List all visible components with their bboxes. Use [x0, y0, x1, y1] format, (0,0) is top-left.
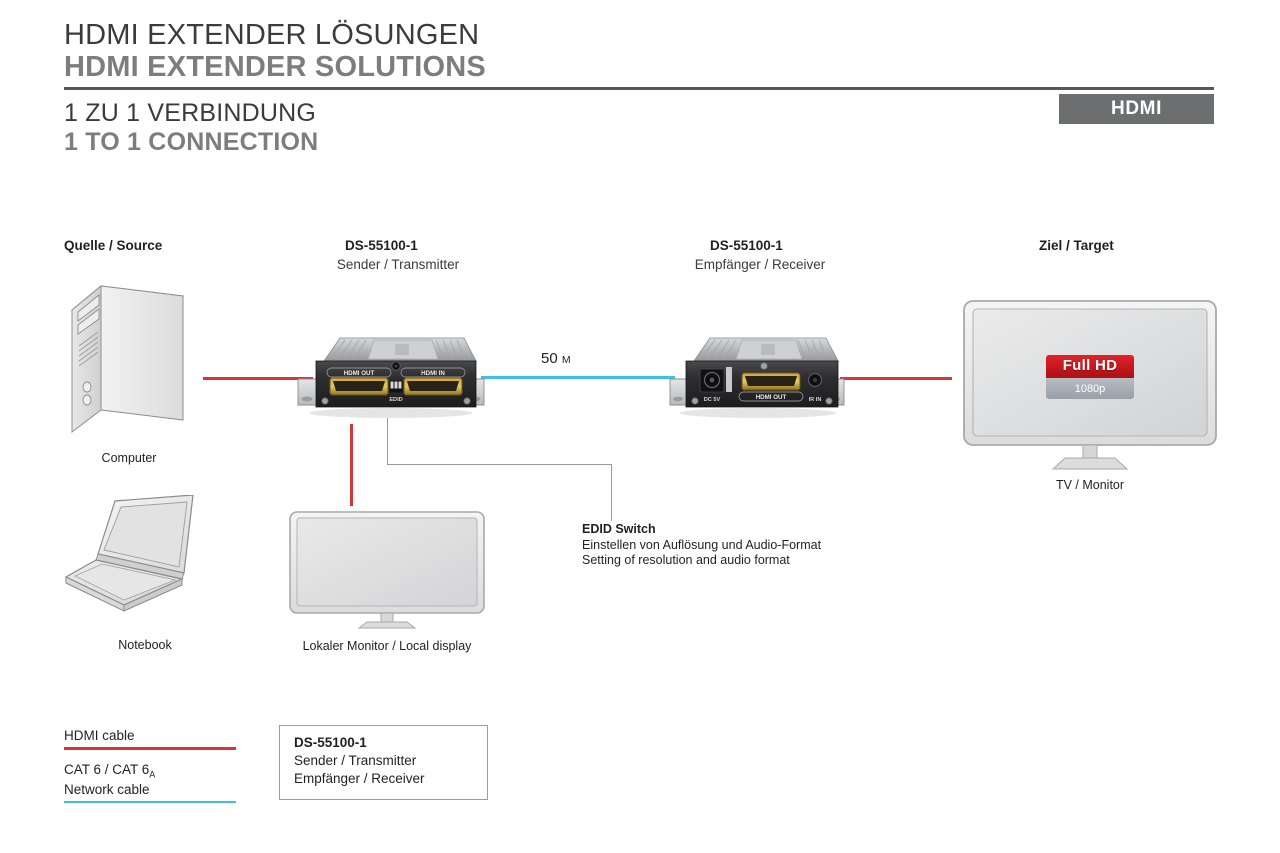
receiver-port-ir-label: IR IN: [809, 397, 822, 403]
transmitter-port-right-label: HDMI IN: [421, 370, 445, 377]
computer-tower-graphic: [70, 283, 185, 438]
tv-caption: TV / Monitor: [1055, 478, 1125, 492]
legend-cat-subscript: A: [149, 769, 156, 780]
full-hd-badge-top: Full HD: [1062, 357, 1118, 374]
legend-box-line-1: Sender / Transmitter: [294, 753, 417, 769]
legend-cat-text: CAT 6 / CAT 6: [64, 761, 150, 777]
receiver-port-power-label: DC 5V: [704, 397, 721, 403]
legend-box-line-2: Empfänger / Receiver: [294, 771, 425, 787]
edid-callout-title: EDID Switch: [582, 522, 656, 536]
cable-receiver-to-tv: [840, 377, 952, 380]
cable-legend: HDMI cable CAT 6 / CAT 6A Network cable: [64, 727, 244, 814]
receiver-device: DC 5V HDMI OUT IR IN: [668, 333, 848, 430]
legend-hdmi-color-bar: [64, 747, 236, 750]
full-hd-badge: Full HD 1080p: [1046, 355, 1134, 399]
hdmi-badge: HDMI: [1059, 94, 1214, 124]
device-legend-box: DS-55100-1 Sender / Transmitter Empfänge…: [279, 725, 488, 800]
edid-callout-line-de: Einstellen von Auflösung und Audio-Forma…: [582, 537, 822, 552]
receiver-model-label: DS-55100-1: [710, 238, 783, 253]
legend-cat-label-line2: Network cable: [64, 781, 150, 797]
legend-cat-label-line1: CAT 6 / CAT 6A: [64, 761, 244, 781]
legend-hdmi-label: HDMI cable: [64, 728, 135, 743]
page-subtitle-de: 1 ZU 1 VERBINDUNG: [64, 99, 317, 127]
page-header: HDMI EXTENDER LÖSUNGEN HDMI EXTENDER SOL…: [64, 19, 1214, 84]
cable-computer-to-transmitter: [203, 377, 313, 380]
transmitter-role-label: Sender / Transmitter: [336, 257, 460, 272]
edid-callout-text: EDID Switch Einstellen von Auflösung und…: [582, 522, 821, 569]
transmitter-model-label: DS-55100-1: [345, 238, 418, 253]
page-title-de: HDMI EXTENDER LÖSUNGEN: [64, 19, 480, 51]
distance-value: 50: [541, 350, 558, 367]
column-head-source: Quelle / Source: [64, 238, 163, 253]
cable-transmitter-to-local-display: [350, 424, 353, 506]
transmitter-dip-label: EDID: [389, 397, 402, 403]
receiver-role-label: Empfänger / Receiver: [694, 257, 826, 272]
computer-caption: Computer: [101, 451, 157, 465]
edid-callout-segment-vertical-2: [611, 464, 612, 521]
local-display-graphic: [289, 511, 485, 634]
edid-callout-segment-horizontal: [387, 464, 612, 465]
legend-box-model: DS-55100-1: [294, 735, 367, 750]
distance-unit: M: [561, 354, 571, 366]
page-title-en: HDMI EXTENDER SOLUTIONS: [64, 51, 486, 84]
notebook-caption: Notebook: [118, 638, 172, 652]
cable-cat6-transmitter-to-receiver: [481, 376, 675, 379]
transmitter-port-left-label: HDMI OUT: [344, 370, 375, 377]
column-head-target: Ziel / Target: [1039, 238, 1114, 253]
edid-callout-line-en: Setting of resolution and audio format: [582, 553, 790, 568]
full-hd-badge-bottom: 1080p: [1074, 383, 1106, 395]
edid-callout-segment-vertical-1: [387, 418, 388, 465]
transmitter-device: HDMI OUT HDMI IN EDID: [296, 333, 486, 430]
page-subtitle-en: 1 TO 1 CONNECTION: [64, 127, 319, 156]
legend-cat-color-bar: [64, 800, 236, 804]
notebook-graphic: [62, 494, 212, 630]
local-display-caption: Lokaler Monitor / Local display: [302, 639, 472, 653]
header-divider: [64, 87, 1214, 90]
page-subtitle: 1 ZU 1 VERBINDUNG 1 TO 1 CONNECTION: [64, 99, 319, 156]
hdmi-badge-label: HDMI: [1111, 98, 1162, 119]
receiver-port-hdmi-label: HDMI OUT: [756, 394, 787, 401]
distance-label: 50 M: [541, 350, 571, 367]
